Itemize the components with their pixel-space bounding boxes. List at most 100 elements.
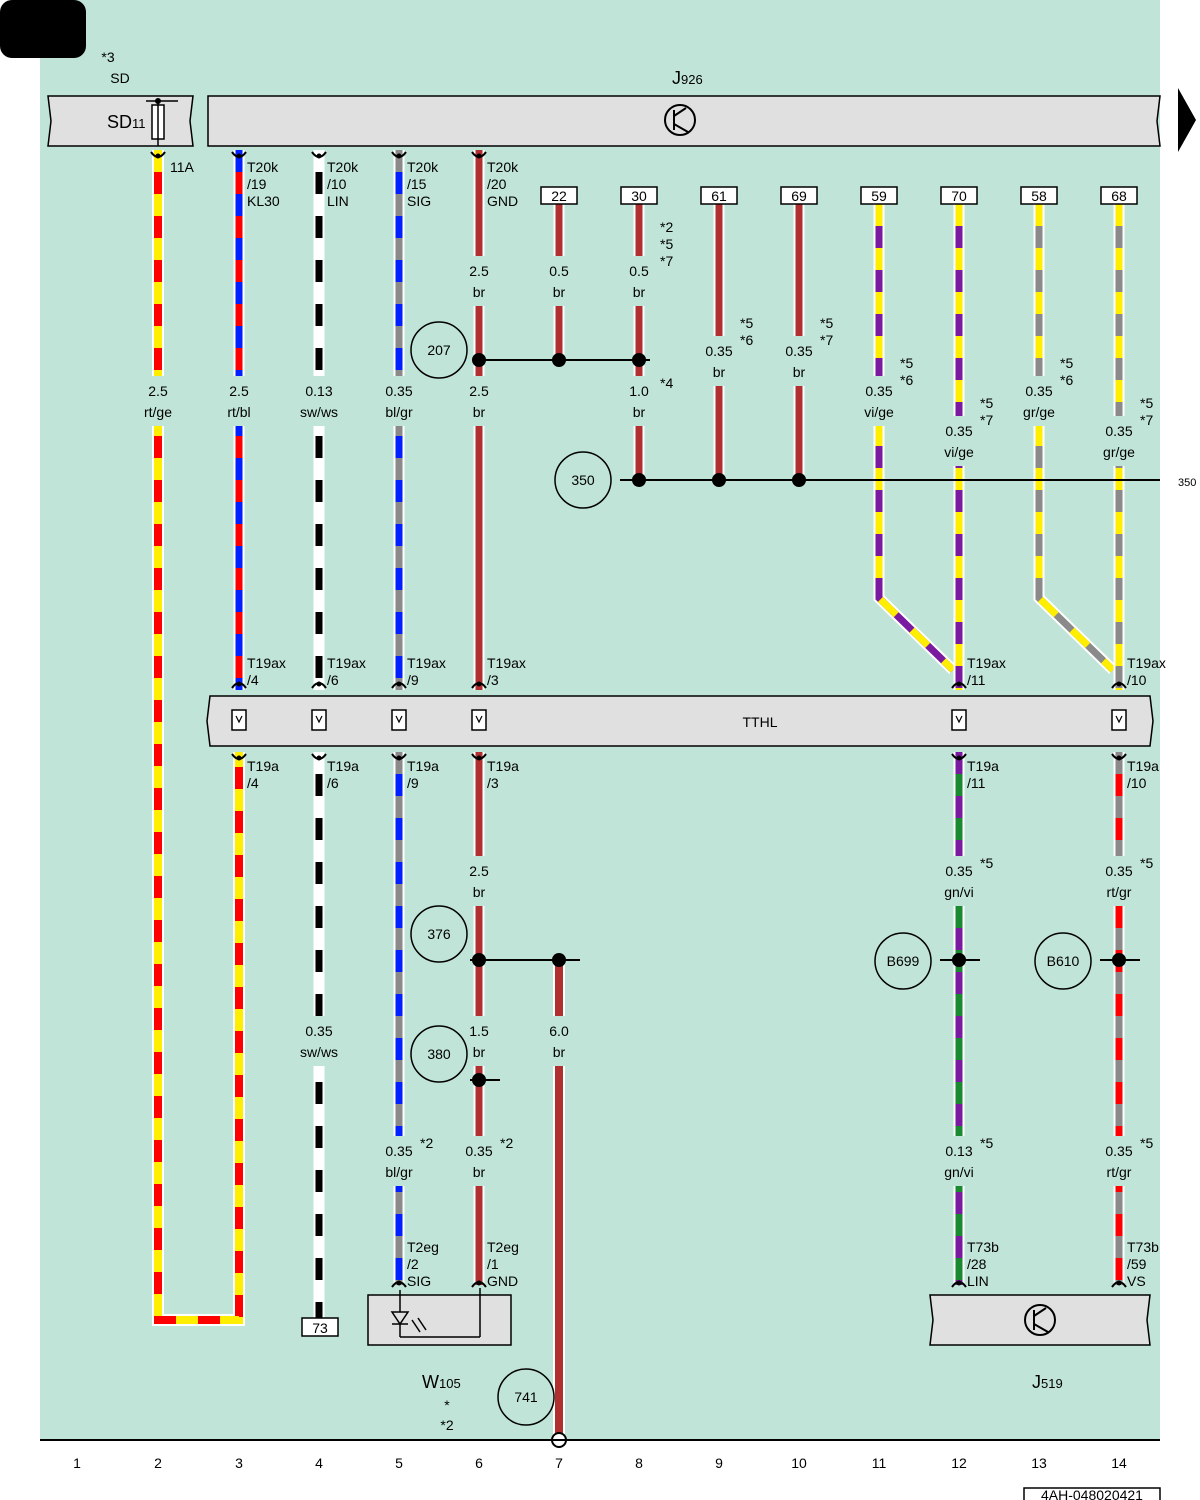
pin-number: 59 (871, 188, 887, 204)
conn-t20k-10: LIN (327, 193, 349, 209)
wire-color: gn/vi (944, 884, 974, 900)
led-icon (390, 1288, 481, 1338)
wire-color: gr/ge (1103, 444, 1135, 460)
footnote: *5 (900, 355, 913, 371)
ref-circle (554, 451, 612, 509)
conn-t20k-15: SIG (407, 193, 431, 209)
column-number: 6 (475, 1455, 483, 1471)
tthl-label: TTHL (743, 714, 778, 730)
wire-gauge: 2.5 (469, 263, 489, 279)
column-number: 14 (1111, 1455, 1127, 1471)
conn-t2eg-1: GND (487, 1273, 518, 1289)
wire-gauge: 0.35 (945, 423, 972, 439)
wire-gauge: 1.0 (629, 383, 649, 399)
wire-color: br (473, 884, 486, 900)
wire-color: br (473, 284, 486, 300)
conn-t19ax-6: T19ax (327, 655, 366, 671)
junction-dot (1112, 953, 1126, 967)
conn-t73b-28: LIN (967, 1273, 989, 1289)
ref-circle (410, 1025, 468, 1083)
tthl-pin (471, 709, 487, 731)
tthl-pin (231, 709, 247, 731)
ref-circle (1034, 932, 1092, 990)
conn-t73b-59: T73b (1127, 1239, 1159, 1255)
wire-gauge: 0.5 (629, 263, 649, 279)
wire-gauge: 0.35 (1105, 863, 1132, 879)
footnote: *5 (1140, 855, 1153, 871)
conn-t19ax-3: /3 (487, 672, 499, 688)
footnote: *5 (1060, 355, 1073, 371)
footnote: *5 (1140, 1135, 1153, 1151)
wire-color: gr/ge (1023, 404, 1055, 420)
conn-t19ax-3: T19ax (487, 655, 526, 671)
wire-gauge: 0.35 (945, 863, 972, 879)
junction-dot (472, 353, 486, 367)
j926-control-unit-bar (207, 95, 1161, 147)
pin-number: 58 (1031, 188, 1047, 204)
footnote: *4 (660, 375, 673, 391)
wire-gauge: 0.35 (385, 1143, 412, 1159)
footnote: *7 (1140, 412, 1153, 428)
footnote: *7 (660, 253, 673, 269)
wire-color: br (553, 1044, 566, 1060)
pin-box (1020, 186, 1058, 205)
conn-t20k-20: T20k (487, 159, 519, 175)
wire-gauge: 0.35 (465, 1143, 492, 1159)
conn-t19ax-10: /10 (1127, 672, 1147, 688)
wire-color: rt/gr (1107, 1164, 1132, 1180)
conn-t19ax-4: T19ax (247, 655, 286, 671)
conn-t19ax-11: /11 (967, 672, 986, 688)
wire-color: sw/ws (300, 1044, 338, 1060)
ref-circle (410, 905, 468, 963)
ref-circle (497, 1368, 555, 1426)
junction-dot (712, 473, 726, 487)
conn-t20k-19: /19 (247, 176, 267, 192)
footnote: *6 (900, 372, 913, 388)
wire-color: rt/gr (1107, 884, 1132, 900)
conn-t20k-20: /20 (487, 176, 507, 192)
doc-id-box (1023, 1487, 1161, 1500)
wire-gauge: 0.13 (945, 1143, 972, 1159)
footnote: *2 (420, 1135, 433, 1151)
wire-gauge: 1.5 (469, 1023, 489, 1039)
junction-dot (552, 953, 566, 967)
w105-note1: * (444, 1397, 450, 1413)
pin-box (780, 186, 818, 205)
conn-t19a-4: /4 (247, 775, 259, 791)
conn-t19a-3: T19a (487, 758, 519, 774)
column-number: 3 (235, 1455, 243, 1471)
wire-col11-vige (873, 204, 957, 674)
wire-gauge: 0.35 (1105, 423, 1132, 439)
conn-t73b-59: /59 (1127, 1256, 1147, 1272)
conn-t19ax-4: /4 (247, 672, 259, 688)
wire-gauge: 0.35 (1025, 383, 1052, 399)
conn-t20k-15: /15 (407, 176, 427, 192)
conn-t2eg-2: SIG (407, 1273, 431, 1289)
wire-color: br (713, 364, 726, 380)
junction-dot (632, 353, 646, 367)
page-tab (0, 0, 86, 58)
footnote: *5 (980, 855, 993, 871)
conn-t20k-15: T20k (407, 159, 439, 175)
j519-sub: 519 (1041, 1376, 1063, 1391)
ref-circle (410, 321, 468, 379)
wire-color: br (553, 284, 566, 300)
wire-color: vi/ge (944, 444, 974, 460)
tthl-pin (951, 709, 967, 731)
doc-id: 4AH-048020421 (1041, 1487, 1143, 1500)
w105-sub: 105 (439, 1376, 461, 1391)
bus-350-label: 350 (1178, 477, 1196, 489)
footnote: *7 (980, 412, 993, 428)
fuse-icon (146, 98, 178, 146)
pin-box (620, 186, 658, 205)
conn-t19a-11: /11 (967, 775, 986, 791)
conn-t20k-10: /10 (327, 176, 347, 192)
conn-t19ax-10: T19ax (1127, 655, 1166, 671)
w105-label: W105 (422, 1372, 461, 1392)
column-number: 1 (73, 1455, 81, 1471)
ref-circle-label: B699 (887, 953, 920, 969)
wire-col13-grge (1033, 204, 1117, 674)
